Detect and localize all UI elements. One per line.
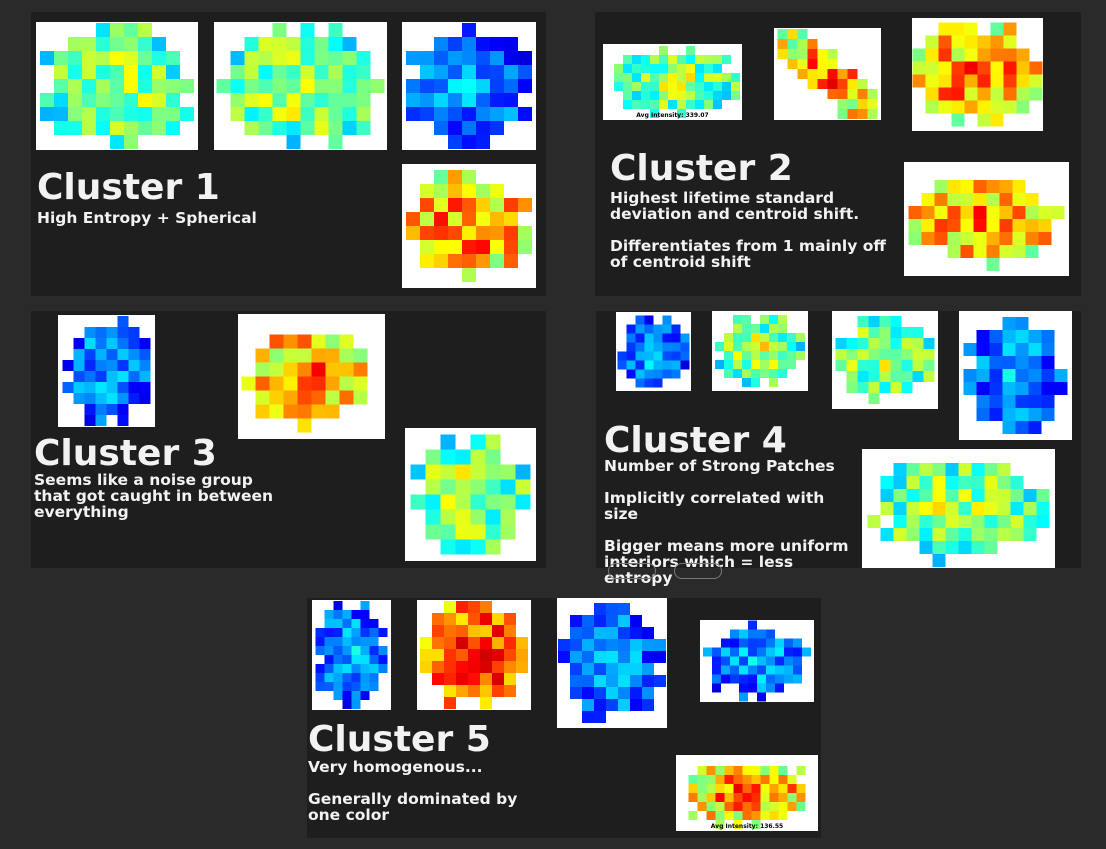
cluster-title: Cluster 4 — [604, 420, 787, 461]
heatmap-thumbnail — [904, 162, 1069, 276]
heatmap-pixels — [558, 603, 666, 723]
heatmap-pixels — [62, 316, 151, 426]
cluster-description: Highest lifetime standard deviation and … — [610, 189, 886, 271]
heatmap-thumbnail — [832, 311, 938, 409]
heatmap-thumbnail — [774, 28, 881, 120]
heatmap-thumbnail — [402, 164, 536, 288]
cluster-title: Cluster 5 — [308, 719, 491, 760]
heatmap-thumbnail — [214, 22, 387, 150]
heatmap-thumbnail: Avg Intensity: 136.55 — [676, 755, 818, 831]
heatmap-pixels — [688, 766, 806, 829]
cluster-5-panel: Avg Intensity: 136.55 Cluster 5 Very hom… — [307, 598, 821, 838]
heatmap-pixels — [420, 601, 528, 709]
heatmap-pixels — [406, 23, 532, 149]
heatmap-thumbnail: Avg Intensity: 339.07 — [603, 44, 742, 120]
cluster-description: Number of Strong Patches Implicitly corr… — [604, 457, 849, 587]
heatmap-pixels — [617, 315, 690, 388]
heatmap-pixels — [40, 23, 194, 149]
heatmap-pixels — [703, 620, 811, 702]
heatmap-thumbnail — [402, 22, 536, 150]
avg-intensity-caption: Avg Intensity: 136.55 — [710, 823, 784, 830]
heatmap-pixels — [715, 315, 805, 387]
heatmap-thumbnail — [405, 428, 536, 561]
cluster-1-panel: Cluster 1 High Entropy + Spherical — [31, 12, 546, 296]
heatmap-pixels — [410, 434, 531, 555]
heatmap-thumbnail — [912, 18, 1043, 131]
heatmap-pixels — [908, 180, 1065, 271]
heatmap-pixels — [912, 22, 1043, 127]
heatmap-thumbnail — [700, 620, 814, 702]
heatmap-pixels — [315, 601, 388, 709]
heatmap-pixels — [406, 170, 532, 282]
avg-intensity-caption: Avg Intensity: 339.07 — [636, 112, 709, 119]
heatmap-thumbnail — [557, 598, 667, 728]
pill-control[interactable] — [608, 563, 656, 579]
heatmap-pixels — [777, 29, 878, 119]
cluster-description: Very homogenous... Generally dominated b… — [308, 758, 518, 824]
heatmap-thumbnail — [616, 312, 691, 391]
heatmap-pixels — [614, 46, 740, 118]
heatmap-thumbnail — [862, 449, 1055, 568]
heatmap-pixels — [241, 334, 368, 433]
cluster-title: Cluster 1 — [37, 167, 220, 208]
heatmap-thumbnail — [712, 311, 808, 391]
cluster-4-panel: Cluster 4 Number of Strong Patches Impli… — [596, 311, 1081, 586]
heatmap-thumbnail — [959, 311, 1072, 440]
heatmap-pixels — [867, 463, 1050, 567]
cluster-title: Cluster 2 — [610, 148, 793, 189]
heatmap-thumbnail — [36, 22, 198, 150]
pill-control[interactable] — [674, 563, 722, 579]
cluster-description: High Entropy + Spherical — [37, 209, 257, 227]
cluster-description: Seems like a noise group that got caught… — [34, 471, 274, 521]
cluster-title: Cluster 3 — [34, 433, 217, 474]
heatmap-pixels — [835, 316, 935, 404]
heatmap-pixels — [216, 23, 385, 149]
heatmap-thumbnail — [312, 600, 391, 710]
heatmap-thumbnail — [417, 600, 531, 710]
heatmap-thumbnail — [58, 315, 155, 427]
heatmap-thumbnail — [238, 314, 385, 439]
heatmap-pixels — [963, 317, 1068, 434]
cluster-3-panel: Cluster 3 Seems like a noise group that … — [31, 311, 546, 568]
cluster-2-panel: Avg Intensity: 339.07 Cluster 2 Highest … — [595, 12, 1081, 296]
